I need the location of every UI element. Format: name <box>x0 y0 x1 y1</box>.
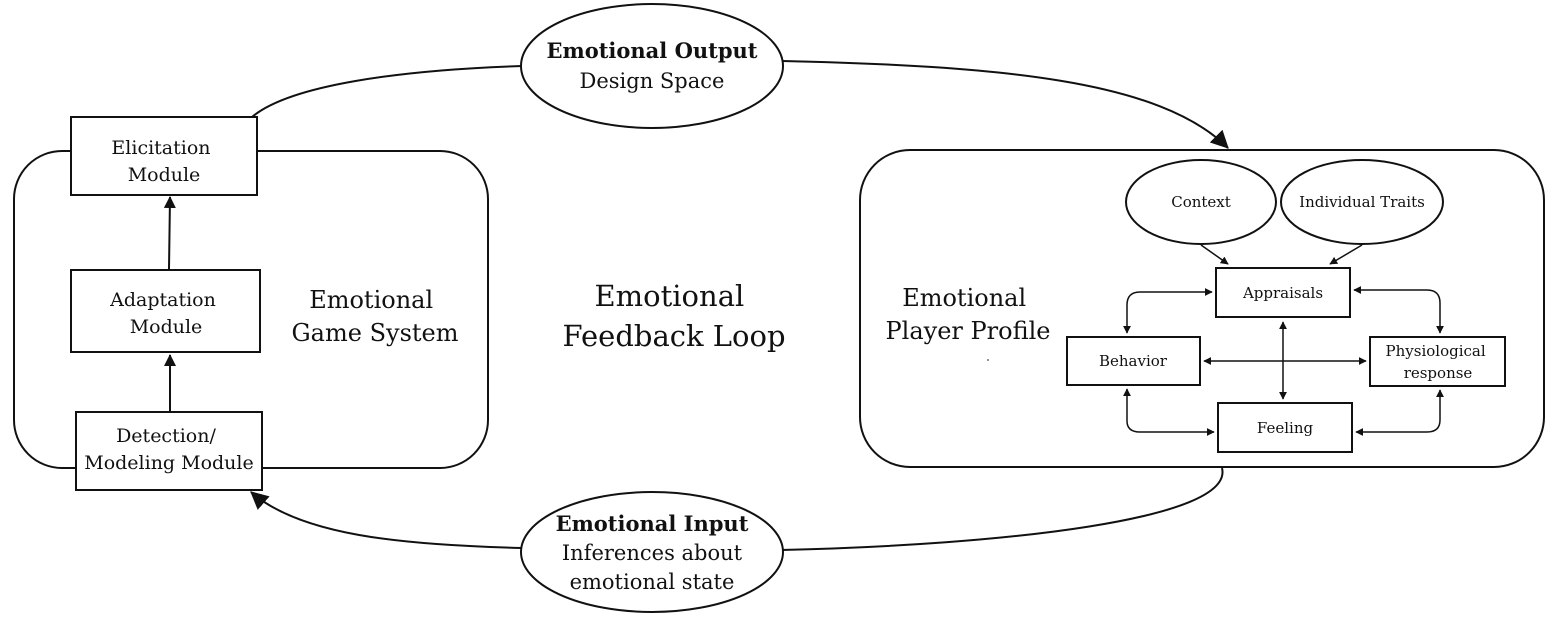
emotional-input-node <box>520 491 784 613</box>
feeling-label: Feeling <box>1257 419 1314 437</box>
appraisals-label: Appraisals <box>1242 284 1323 302</box>
emotional-input-title: Emotional Input <box>556 511 749 536</box>
player-profile-container <box>859 149 1545 468</box>
arrow-behavior-feeling <box>1123 388 1215 436</box>
context-label: Context <box>1171 193 1231 211</box>
game-system-label: Emotional Game System <box>292 286 459 347</box>
appraisals-box <box>1215 267 1351 318</box>
stray-dot <box>987 359 989 361</box>
behavior-label: Behavior <box>1099 352 1168 370</box>
emotional-output-node <box>520 3 784 129</box>
context-node <box>1125 159 1277 245</box>
arrow-traits-to-appraisals <box>1329 244 1363 265</box>
emotional-output-subtitle: Design Space <box>580 69 725 93</box>
physiological-response-label: Physiological response <box>1386 342 1491 382</box>
adaptation-module-box <box>70 269 261 353</box>
individual-traits-node <box>1280 159 1444 245</box>
loop-curve-top-right <box>781 60 1229 149</box>
arrow-physiological-feeling <box>1355 389 1444 436</box>
elicitation-module-label: Elicitation Module <box>111 137 216 186</box>
player-profile-label: Emotional Player Profile <box>886 284 1051 345</box>
behavior-box <box>1066 336 1201 386</box>
arrow-adaptation-to-elicitation <box>163 196 176 270</box>
adaptation-module-label: Adaptation Module <box>109 289 222 338</box>
arrow-appraisals-physiological <box>1353 286 1444 334</box>
loop-curve-top-left <box>251 65 523 118</box>
arrow-context-to-appraisals <box>1200 244 1229 265</box>
arrow-behavior-appraisals <box>1123 288 1213 334</box>
loop-curve-bottom-left <box>250 491 523 549</box>
loop-curve-bottom-right <box>780 467 1224 551</box>
detection-module-label: Detection/ Modeling Module <box>84 425 254 474</box>
emotional-input-line2: emotional state <box>570 570 735 594</box>
feedback-loop-label: Emotional Feedback Loop <box>562 279 785 353</box>
feeling-box <box>1217 402 1353 453</box>
physiological-response-box <box>1369 336 1506 387</box>
emotional-output-title: Emotional Output <box>547 38 758 63</box>
elicitation-module-box <box>70 116 258 196</box>
individual-traits-label: Individual Traits <box>1299 193 1425 211</box>
emotional-input-line1: Inferences about <box>562 541 743 565</box>
detection-module-box <box>75 411 263 491</box>
